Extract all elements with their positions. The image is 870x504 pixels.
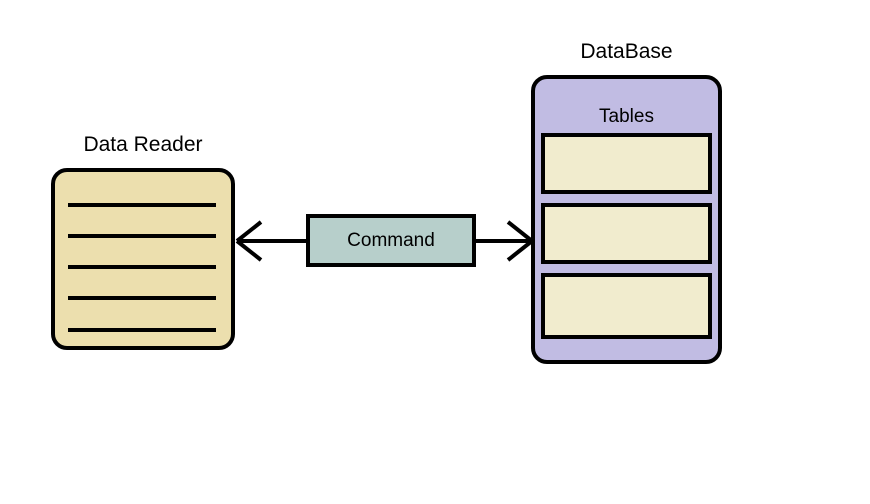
data-reader-title: Data Reader (83, 133, 203, 156)
table-row[interactable] (541, 203, 712, 264)
data-reader-line-1 (68, 203, 216, 207)
database-title: DataBase (580, 40, 673, 63)
data-reader-line-5 (68, 328, 216, 332)
command-to-database-arrow (472, 220, 534, 262)
table-row[interactable] (541, 133, 712, 194)
data-reader-line-4 (68, 296, 216, 300)
database-box[interactable]: Tables (531, 75, 722, 364)
data-reader-box[interactable] (51, 168, 235, 350)
data-reader-line-3 (68, 265, 216, 269)
tables-label: Tables (599, 106, 654, 127)
table-row[interactable] (541, 273, 712, 339)
data-reader-line-2 (68, 234, 216, 238)
command-box[interactable]: Command (306, 214, 476, 267)
command-label: Command (347, 229, 435, 251)
command-to-data-reader-arrow (235, 220, 310, 262)
